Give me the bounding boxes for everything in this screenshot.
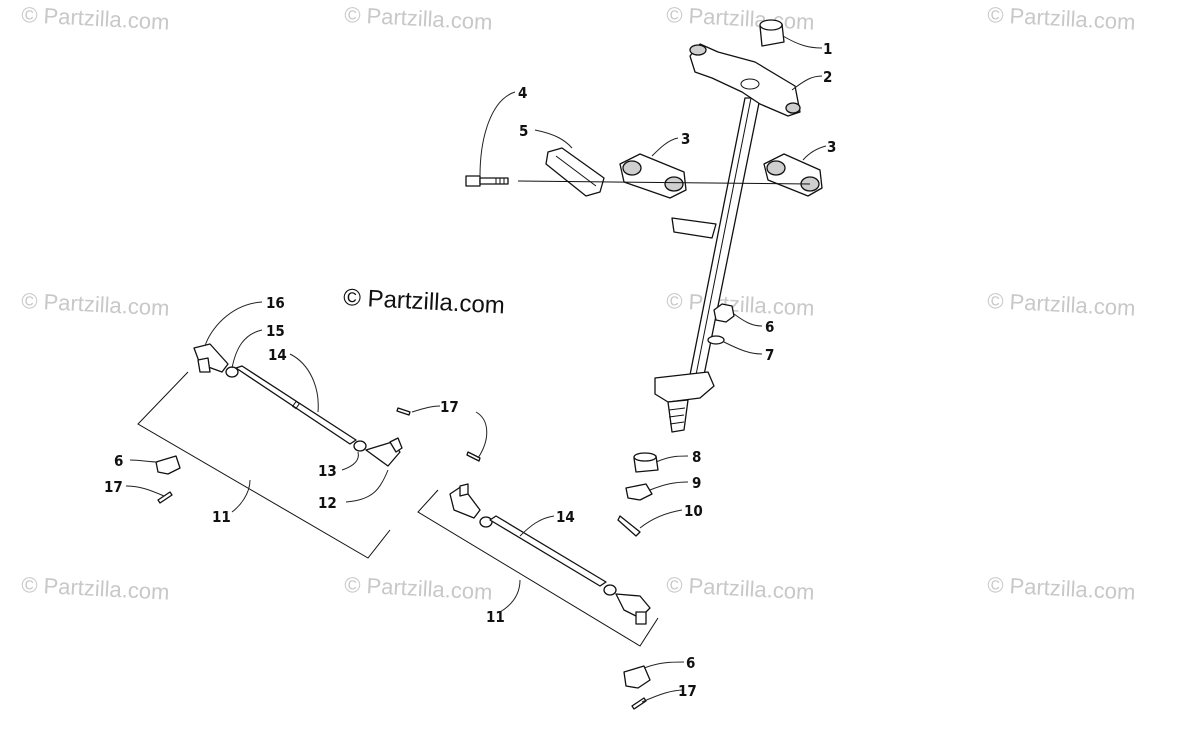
callout-8: 8 bbox=[692, 448, 701, 466]
steering-post-lower-bracket bbox=[654, 371, 715, 433]
callout-14: 14 bbox=[556, 508, 575, 526]
callout-10: 10 bbox=[684, 502, 703, 520]
washer bbox=[707, 335, 725, 345]
callout-5: 5 bbox=[519, 122, 528, 140]
steering-post bbox=[685, 97, 761, 396]
tie-rod-end-outer bbox=[193, 343, 229, 373]
callout-13: 13 bbox=[318, 462, 337, 480]
handlebar-clamp-left bbox=[619, 153, 687, 199]
handlebar-mount-plate bbox=[689, 43, 801, 117]
callout-3: 3 bbox=[681, 130, 690, 148]
lock-nut bbox=[713, 303, 735, 323]
tie-rod-end-inner bbox=[365, 437, 403, 467]
jam-nut bbox=[603, 584, 617, 596]
callout-1: 1 bbox=[823, 40, 832, 58]
callout-15: 15 bbox=[266, 322, 285, 340]
lock-plate bbox=[545, 147, 605, 197]
tie-rod bbox=[489, 515, 607, 587]
callout-7: 7 bbox=[765, 346, 774, 364]
callout-11: 11 bbox=[212, 508, 231, 526]
tie-rod bbox=[235, 365, 357, 445]
callout-14: 14 bbox=[268, 346, 287, 364]
castle-nut bbox=[625, 483, 653, 501]
tie-rod-end-inner bbox=[615, 593, 651, 625]
callout-16: 16 bbox=[266, 294, 285, 312]
callout-3: 3 bbox=[827, 138, 836, 156]
callout-9: 9 bbox=[692, 474, 701, 492]
steering-post-tab bbox=[671, 217, 717, 239]
cotter-pin bbox=[617, 515, 641, 537]
callout-17: 17 bbox=[440, 398, 459, 416]
callout-17: 17 bbox=[104, 478, 123, 496]
assembly-bracket bbox=[137, 371, 391, 559]
jam-nut bbox=[353, 440, 367, 452]
assembly-bracket bbox=[417, 489, 659, 647]
cotter-pin bbox=[157, 491, 173, 504]
cotter-pin bbox=[631, 697, 647, 710]
tie-rod-end-outer bbox=[449, 483, 481, 519]
cotter-pin bbox=[466, 451, 481, 462]
bolt bbox=[465, 175, 509, 187]
callout-2: 2 bbox=[823, 68, 832, 86]
handlebar-clamp-right bbox=[763, 153, 823, 197]
callout-17: 17 bbox=[678, 682, 697, 700]
callout-4: 4 bbox=[518, 84, 527, 102]
callout-6: 6 bbox=[765, 318, 774, 336]
callout-6: 6 bbox=[114, 452, 123, 470]
castle-nut bbox=[623, 665, 651, 689]
callout-6: 6 bbox=[686, 654, 695, 672]
cotter-pin bbox=[396, 407, 411, 416]
castle-nut bbox=[155, 455, 181, 475]
bearing bbox=[633, 452, 659, 473]
jam-nut bbox=[479, 516, 493, 528]
callout-12: 12 bbox=[318, 494, 337, 512]
bushing bbox=[759, 19, 785, 47]
callout-11: 11 bbox=[486, 608, 505, 626]
